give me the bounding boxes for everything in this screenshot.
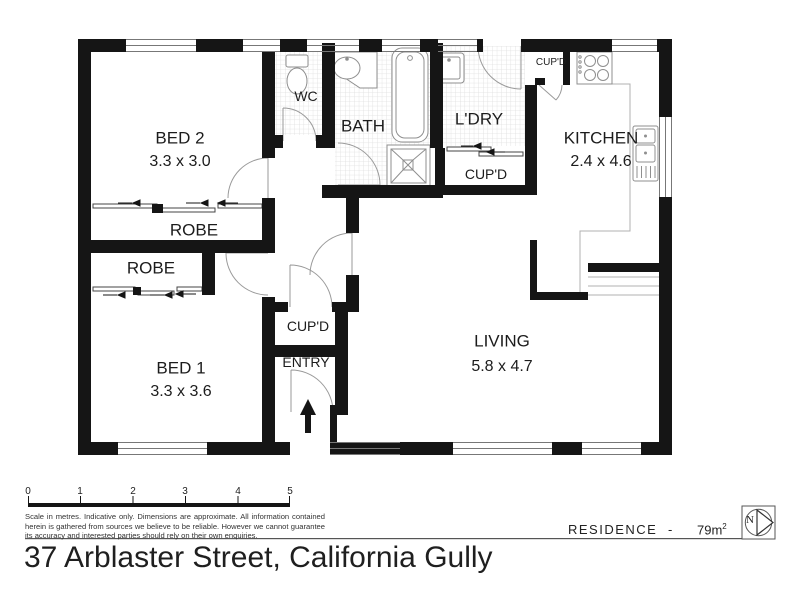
toilet-icon bbox=[285, 54, 309, 95]
front-door bbox=[290, 369, 334, 413]
residence-area: 79m2 bbox=[697, 522, 727, 537]
bed1-robe-label: ROBE bbox=[126, 258, 176, 278]
stove-icon bbox=[576, 51, 613, 85]
kitchen-cupboard-door bbox=[538, 84, 563, 101]
address-title: 37 Arblaster Street, California Gully bbox=[24, 541, 493, 574]
bed2-label: BED 2 bbox=[155, 128, 205, 148]
scale-tick-5: 5 bbox=[287, 486, 293, 497]
sliding-doors bbox=[92, 146, 524, 296]
bathtub-icon bbox=[391, 47, 429, 143]
walls bbox=[78, 39, 672, 455]
kitchen-bench-lines bbox=[578, 83, 659, 296]
bed2-door bbox=[227, 157, 269, 199]
living-dimensions: 5.8 x 4.7 bbox=[471, 358, 533, 375]
bed2-robe-label: ROBE bbox=[169, 220, 219, 240]
residence-separator: - bbox=[668, 522, 673, 537]
residence-label: RESIDENCE bbox=[568, 522, 658, 537]
area-value: 79m bbox=[697, 522, 723, 538]
disclaimer-text: Scale in metres. Indicative only. Dimens… bbox=[25, 512, 325, 541]
bath-label: BATH bbox=[340, 116, 386, 136]
laundry-cupboard-label: CUP'D bbox=[464, 166, 508, 182]
wc-label: WC bbox=[294, 88, 318, 104]
hall-cupboard-door bbox=[289, 264, 333, 308]
laundry-label: L'DRY bbox=[454, 109, 504, 129]
scale-tick-2: 2 bbox=[130, 486, 136, 497]
windows bbox=[118, 39, 672, 455]
scale-tick-3: 3 bbox=[182, 486, 188, 497]
scale-tick-4: 4 bbox=[235, 486, 241, 497]
bed2-dimensions: 3.3 x 3.0 bbox=[149, 153, 211, 170]
hall-living-door bbox=[309, 232, 353, 276]
entry-label: ENTRY bbox=[282, 354, 330, 370]
bed1-label: BED 1 bbox=[156, 358, 206, 378]
scale-tick-0: 0 bbox=[25, 486, 31, 497]
living-label: LIVING bbox=[474, 331, 530, 351]
footer-divider bbox=[25, 538, 742, 540]
scale-tick-1: 1 bbox=[77, 486, 83, 497]
bed1-dimensions: 3.3 x 3.6 bbox=[150, 383, 212, 400]
kitchen-cupboard-label: CUP'D bbox=[535, 57, 567, 68]
scale-bar bbox=[28, 496, 290, 507]
kitchen-label: KITCHEN bbox=[563, 128, 639, 148]
north-letter: N bbox=[746, 514, 754, 526]
hall-cupboard-label: CUP'D bbox=[286, 318, 330, 334]
kitchen-dimensions: 2.4 x 4.6 bbox=[570, 153, 632, 170]
laundry-back-door bbox=[477, 45, 522, 90]
bed1-door bbox=[225, 252, 269, 296]
kitchen-sink-icon bbox=[632, 125, 659, 182]
north-compass-icon bbox=[741, 505, 776, 540]
slider-arrows bbox=[103, 142, 505, 299]
shower-icon bbox=[386, 144, 431, 188]
entry-arrow-icon bbox=[300, 399, 316, 433]
area-unit-superscript: 2 bbox=[722, 522, 727, 531]
